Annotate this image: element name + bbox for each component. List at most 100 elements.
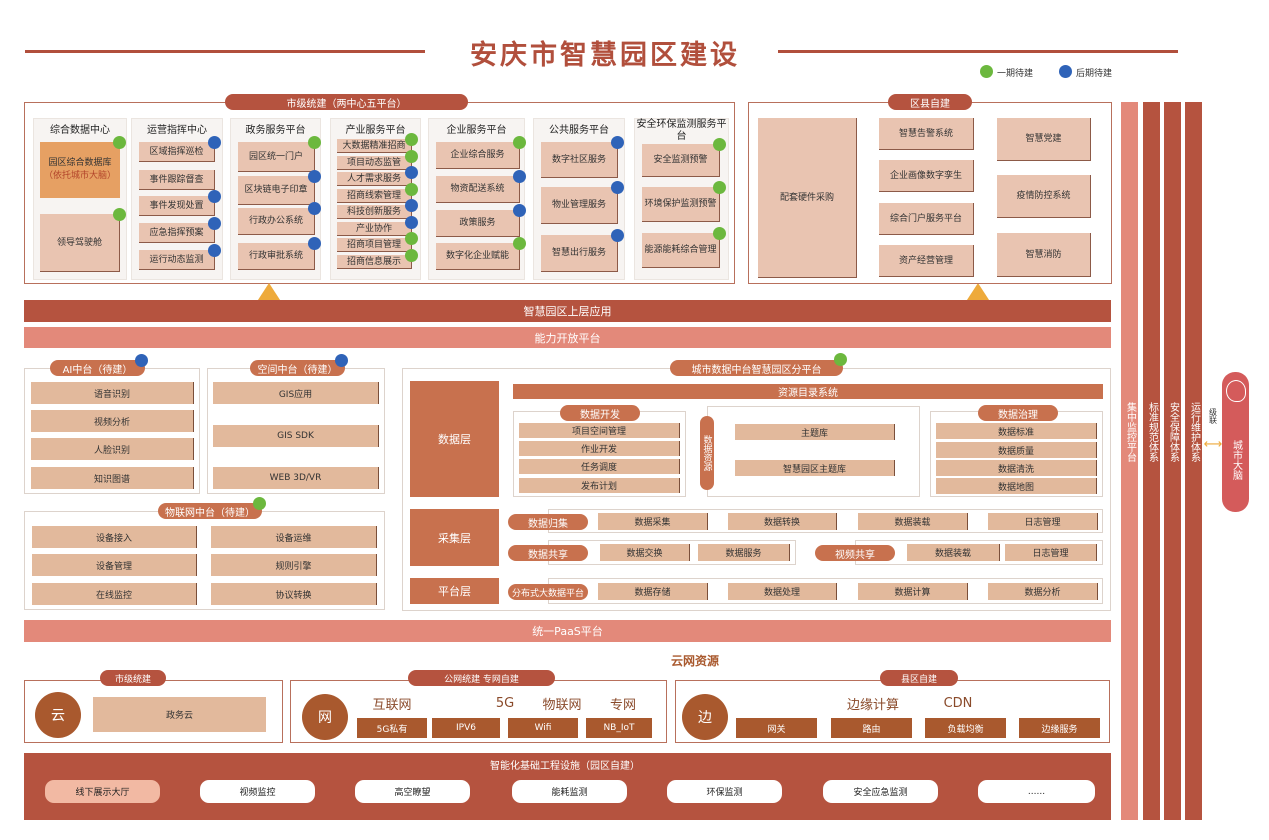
module-box: 事件跟踪督查 bbox=[139, 170, 215, 190]
edge-circle: 边 bbox=[682, 694, 728, 740]
phase1-dot-icon bbox=[713, 181, 726, 194]
module-box: 能源能耗综合管理 bbox=[642, 233, 720, 268]
phase1-dot-icon bbox=[834, 353, 847, 366]
hardware-box: 配套硬件采购 bbox=[758, 118, 857, 278]
title-rule-left bbox=[25, 50, 425, 53]
module-label: 运行动态监测 bbox=[149, 254, 204, 265]
cascade-label: 级联 bbox=[1208, 408, 1218, 424]
phase2-dot-icon bbox=[308, 237, 321, 250]
module-label: 数字化企业赋能 bbox=[445, 251, 509, 261]
module-label: 智慧出行服务 bbox=[551, 248, 606, 258]
network-item: NB_IoT bbox=[586, 718, 652, 738]
phase2-dot-icon bbox=[335, 354, 348, 367]
module-box: 招商项目管理 bbox=[337, 238, 412, 252]
module-label: 区块链电子印章 bbox=[244, 185, 308, 195]
brain-head-icon bbox=[1226, 380, 1246, 402]
infra-item: 线下展示大厅 bbox=[45, 780, 160, 803]
phase2-dot-icon bbox=[611, 136, 624, 149]
dev-label: 数据开发 bbox=[560, 405, 640, 421]
infra-item: 高空瞭望 bbox=[355, 780, 470, 803]
phase2-dot-icon bbox=[208, 217, 221, 230]
governance-item: 数据质量 bbox=[936, 442, 1097, 458]
bigdata-item: 数据处理 bbox=[728, 583, 837, 600]
module-label: 数字社区服务 bbox=[551, 154, 606, 165]
dev-item: 任务调度 bbox=[519, 459, 680, 474]
upper-app-bar: 智慧园区上层应用 bbox=[24, 300, 1111, 322]
edge-item: 负载均衡 bbox=[925, 718, 1006, 738]
bigdata-item: 数据存储 bbox=[598, 583, 708, 600]
side-system-0: 集中监控平台 bbox=[1121, 102, 1138, 820]
bigdata-item: 数据计算 bbox=[858, 583, 968, 600]
collect-item: 数据装载 bbox=[858, 513, 968, 530]
governance-item: 数据标准 bbox=[936, 423, 1097, 439]
module-box: 园区统一门户 bbox=[238, 142, 315, 172]
phase2-dot-icon bbox=[611, 229, 624, 242]
iot-item: 规则引擎 bbox=[211, 554, 377, 576]
layer-block: 采集层 bbox=[410, 509, 499, 566]
catalog-bar: 资源目录系统 bbox=[513, 384, 1103, 399]
legend-phase1: 一期待建 bbox=[997, 69, 1034, 79]
module-box: 事件发现处置 bbox=[139, 196, 215, 216]
side-system-3: 运行维护体系 bbox=[1185, 102, 1202, 820]
phase1-dot-icon bbox=[713, 138, 726, 151]
phase2-dot-icon bbox=[208, 244, 221, 257]
cloud-circle: 云 bbox=[35, 692, 81, 738]
video-item: 日志管理 bbox=[1005, 544, 1097, 561]
phase2-dot-icon bbox=[611, 181, 624, 194]
module-box: 应急指挥预案 bbox=[139, 223, 215, 243]
network-item: Wifi bbox=[508, 718, 578, 738]
module-box: 领导驾驶舱 bbox=[40, 214, 120, 272]
ai-label: AI中台（待建） bbox=[50, 360, 145, 376]
module-label: 大数据精准招商 bbox=[342, 140, 406, 151]
module-label: 区域指挥巡检 bbox=[149, 146, 204, 157]
module-box: 园区综合数据库（依托城市大脑） bbox=[40, 142, 120, 198]
spatial-item: GIS应用 bbox=[213, 382, 379, 404]
county-module: 智慧消防 bbox=[997, 233, 1091, 277]
governance-label: 数据治理 bbox=[978, 405, 1058, 421]
iot-item: 在线监控 bbox=[32, 583, 197, 605]
module-box: 大数据精准招商 bbox=[337, 139, 412, 153]
column-title: 安全环保监测服务平台 bbox=[636, 119, 727, 142]
governance-item: 数据地图 bbox=[936, 478, 1097, 494]
title-rule-right bbox=[778, 50, 1178, 53]
module-box: 数字社区服务 bbox=[541, 142, 618, 178]
module-box: 产业协作 bbox=[337, 222, 412, 236]
column-title: 公共服务平台 bbox=[549, 125, 609, 136]
column-title: 产业服务平台 bbox=[345, 125, 406, 136]
up-arrow-icon bbox=[965, 283, 991, 303]
module-label: 政策服务 bbox=[459, 218, 496, 228]
module-label: 招商线索管理 bbox=[346, 190, 401, 201]
module-label: 应急指挥预案 bbox=[149, 227, 204, 238]
spatial-label: 空间中台（待建） bbox=[250, 360, 345, 376]
layer-block: 平台层 bbox=[410, 578, 499, 604]
video-label: 视频共享 bbox=[815, 545, 895, 561]
layer-block: 数据层 bbox=[410, 381, 499, 497]
page-title: 安庆市智慧园区建设 bbox=[470, 39, 740, 71]
phase1-dot-icon bbox=[405, 249, 418, 262]
edge-item: 边缘服务 bbox=[1019, 718, 1100, 738]
phase2-dot-icon bbox=[405, 216, 418, 229]
share-item: 数据交换 bbox=[600, 544, 690, 561]
dev-item: 项目空间管理 bbox=[519, 423, 680, 438]
spatial-item: GIS SDK bbox=[213, 425, 379, 447]
phase2-dot-icon bbox=[405, 199, 418, 212]
resources-label: 数据资源 bbox=[700, 416, 714, 490]
phase2-dot-icon bbox=[405, 166, 418, 179]
phase1-dot-icon bbox=[113, 208, 126, 221]
network-item: IPV6 bbox=[432, 718, 500, 738]
resources-frame bbox=[707, 406, 920, 497]
column-title: 企业服务平台 bbox=[446, 125, 507, 136]
bigdata-label: 分布式大数据平台 bbox=[508, 584, 588, 600]
column-title: 综合数据中心 bbox=[50, 125, 110, 136]
module-label: 行政办公系统 bbox=[248, 216, 303, 226]
county-module: 智慧告警系统 bbox=[879, 118, 974, 150]
phase1-dot-icon bbox=[513, 136, 526, 149]
data-platform-label: 城市数据中台智慧园区分平台 bbox=[670, 360, 843, 376]
county-module: 智慧党建 bbox=[997, 118, 1091, 161]
network-head: 5G bbox=[495, 695, 515, 711]
edge-head: 边缘计算 bbox=[846, 697, 899, 713]
phase1-dot-icon bbox=[405, 232, 418, 245]
legend-phase2: 后期待建 bbox=[1076, 69, 1113, 79]
cascade-arrow-icon: ⟷ bbox=[1203, 436, 1223, 452]
iot-item: 设备管理 bbox=[32, 554, 197, 576]
